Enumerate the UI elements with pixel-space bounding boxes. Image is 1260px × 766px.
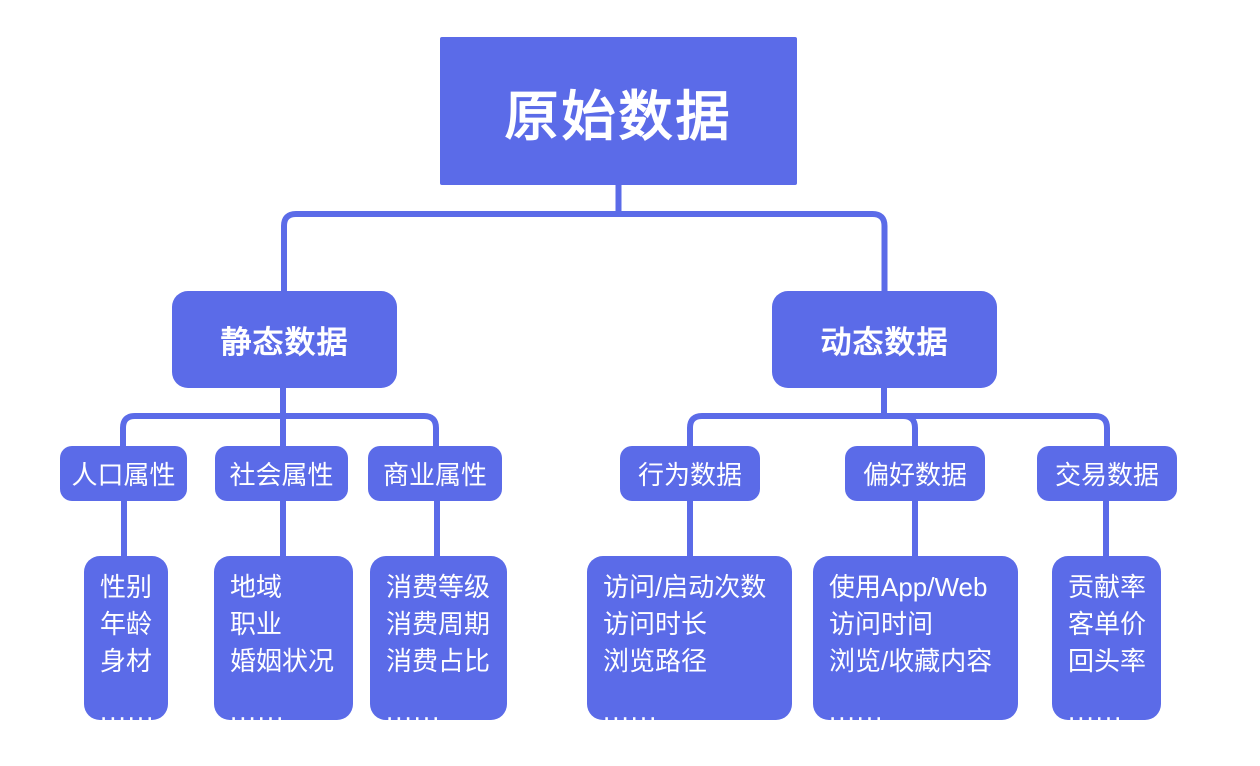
connector-dynamic-rail <box>687 413 1110 448</box>
node-static-data: 静态数据 <box>172 291 397 388</box>
leaf-item-ellipsis: ...... <box>386 696 442 726</box>
leaf-item: 浏览路径 <box>603 646 708 676</box>
connector-dynamic-mid <box>902 413 918 448</box>
leaf-item: 年龄 <box>100 609 153 639</box>
node-dynamic-data: 动态数据 <box>772 291 997 388</box>
leaf-item: 消费等级 <box>386 572 491 602</box>
connector-static-rail <box>120 413 439 448</box>
node-preference-data-label: 偏好数据 <box>862 460 967 490</box>
node-demographic-attr: 人口属性 <box>60 446 187 501</box>
node-transaction-data-label: 交易数据 <box>1054 460 1159 490</box>
leaf-item: 婚姻状况 <box>230 646 335 676</box>
node-root: 原始数据 <box>440 37 797 185</box>
leaf-item: 职业 <box>230 609 283 639</box>
node-business-attr: 商业属性 <box>368 446 502 501</box>
leaf-item: 浏览/收藏内容 <box>829 646 993 676</box>
leaf-business-items: 消费等级 消费周期 消费占比 ...... <box>370 556 507 726</box>
leaf-item-ellipsis: ...... <box>829 696 885 726</box>
leaf-item-ellipsis: ...... <box>603 696 659 726</box>
leaf-item: 访问时长 <box>603 609 708 639</box>
node-dynamic-data-label: 动态数据 <box>820 325 949 360</box>
node-behavior-data-label: 行为数据 <box>637 460 742 490</box>
leaf-item-ellipsis: ...... <box>100 696 156 726</box>
node-preference-data: 偏好数据 <box>845 446 985 501</box>
leaf-item-ellipsis: ...... <box>1068 696 1124 726</box>
leaf-behavior-items: 访问/启动次数 访问时长 浏览路径 ...... <box>587 556 792 726</box>
leaf-item: 回头率 <box>1068 646 1147 676</box>
node-root-label: 原始数据 <box>504 86 733 147</box>
leaf-demographic-items: 性别 年龄 身材 ...... <box>84 556 168 726</box>
leaf-transaction-items: 贡献率 客单价 回头率 ...... <box>1052 556 1161 726</box>
leaf-item: 消费周期 <box>386 609 491 639</box>
node-social-attr-label: 社会属性 <box>229 460 334 490</box>
leaf-item: 性别 <box>100 572 153 602</box>
node-social-attr: 社会属性 <box>215 446 348 501</box>
node-business-attr-label: 商业属性 <box>382 460 487 490</box>
leaf-item: 使用App/Web <box>829 572 988 602</box>
leaf-social-items: 地域 职业 婚姻状况 ...... <box>214 556 353 726</box>
leaf-item: 地域 <box>230 572 283 602</box>
node-demographic-attr-label: 人口属性 <box>71 460 176 490</box>
node-static-data-label: 静态数据 <box>220 325 349 360</box>
connector-root-rail <box>281 211 888 292</box>
leaf-item: 身材 <box>100 646 153 676</box>
leaf-item: 消费占比 <box>386 646 491 676</box>
leaf-item: 客单价 <box>1068 609 1147 639</box>
leaf-item-ellipsis: ...... <box>230 696 286 726</box>
leaf-item: 访问/启动次数 <box>603 572 767 602</box>
node-transaction-data: 交易数据 <box>1037 446 1177 501</box>
leaf-item: 贡献率 <box>1068 572 1147 602</box>
node-behavior-data: 行为数据 <box>620 446 760 501</box>
leaf-item: 访问时间 <box>829 609 934 639</box>
leaf-preference-items: 使用App/Web 访问时间 浏览/收藏内容 ...... <box>813 556 1018 726</box>
